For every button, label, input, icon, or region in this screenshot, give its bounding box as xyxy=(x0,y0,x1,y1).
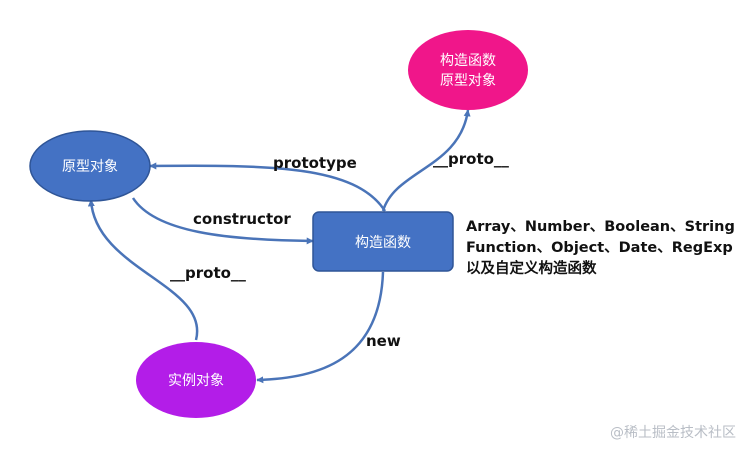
edge-constructor xyxy=(131,197,314,245)
node-constructor: 构造函数 xyxy=(312,211,454,272)
edge-proto-ctor xyxy=(381,109,471,212)
edge-prototype xyxy=(149,162,387,212)
note-line-2: Function、Object、Date、RegExp xyxy=(466,240,733,256)
edge-label-constructor: constructor xyxy=(193,210,291,228)
node-constructor-prototype-line1: 构造函数 xyxy=(440,53,496,69)
edge-proto-instance xyxy=(87,199,199,341)
edge-new xyxy=(256,271,385,384)
node-instance-object: 实例对象 xyxy=(136,342,256,418)
node-prototype-object-label: 原型对象 xyxy=(62,159,118,175)
edge-label-prototype: prototype xyxy=(273,154,357,172)
note-line-3: 以及自定义构造函数 xyxy=(466,259,597,277)
node-constructor-label: 构造函数 xyxy=(355,235,411,251)
edge-label-proto-instance: __proto__ xyxy=(170,264,246,282)
node-constructor-prototype: 构造函数 原型对象 xyxy=(408,30,528,110)
edges xyxy=(87,109,471,384)
edge-label-new: new xyxy=(366,332,401,350)
watermark-text: @稀土掘金技术社区 xyxy=(610,425,736,441)
node-prototype-object: 原型对象 xyxy=(29,130,151,202)
note-line-1: Array、Number、Boolean、String xyxy=(466,219,735,235)
edge-label-proto-ctor: __proto__ xyxy=(433,150,509,168)
node-constructor-prototype-line2: 原型对象 xyxy=(440,73,496,89)
node-instance-object-label: 实例对象 xyxy=(168,373,224,389)
constructor-examples-note: Array、Number、Boolean、String Function、Obj… xyxy=(466,219,735,277)
